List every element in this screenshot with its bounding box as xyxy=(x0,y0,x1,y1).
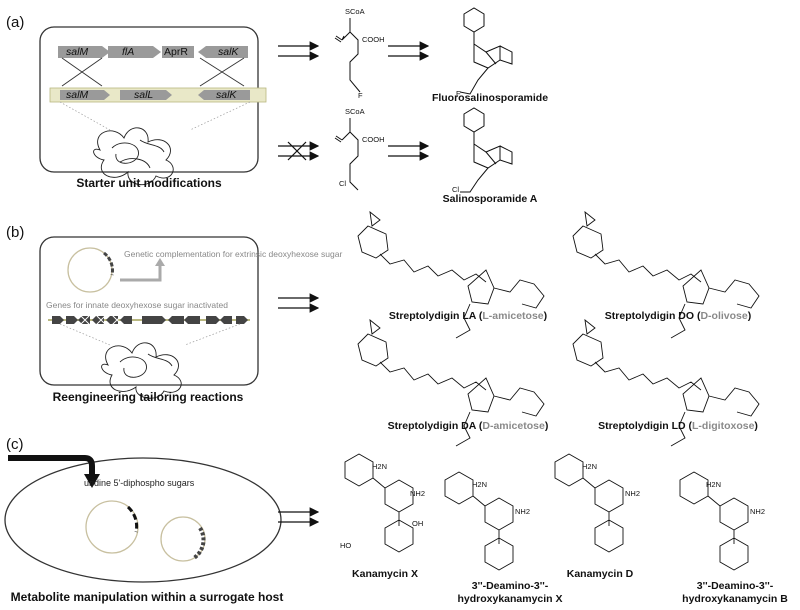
kanD-nh2-label: NH2 xyxy=(625,489,641,498)
recombination-lines xyxy=(61,57,245,87)
inactivation-note: Genes for innate deoxyhexose sugar inact… xyxy=(46,300,228,310)
panel-c-caption: Metabolite manipulation within a surroga… xyxy=(10,590,284,604)
kanX-nh2-label: NH2 xyxy=(410,489,426,498)
fluorosalinosporamide-structure xyxy=(459,7,513,95)
gene-label-salM-bottom: salM xyxy=(66,89,89,101)
panel-c-arrows xyxy=(278,507,320,527)
panel-a-arrows xyxy=(278,41,430,161)
chromosome-scribble-b xyxy=(101,342,182,399)
gene-label-salK-top: salK xyxy=(218,46,239,58)
panel-a-caption: Starter unit modifications xyxy=(76,176,222,190)
gene-label-flA: flA xyxy=(122,46,135,58)
surrogate-host-cell xyxy=(4,457,282,583)
kan2-nh2-label: NH2 xyxy=(515,507,531,516)
gene-cluster-arrows xyxy=(52,316,248,324)
sugar-feed-arrow xyxy=(8,455,95,476)
streptolydigin-structures xyxy=(357,210,760,447)
chloro-cooh-label: COOH xyxy=(362,135,385,144)
chloro-scoa-label: SCoA xyxy=(345,107,365,116)
product-fluorosalinosporamide: Fluorosalinosporamide xyxy=(431,92,549,104)
salinosporamide-a-structure xyxy=(460,107,513,193)
panel-c-label: (c) xyxy=(6,436,24,453)
panel-b-box xyxy=(39,236,259,386)
panel-b-caption: Reengineering tailoring reactions xyxy=(52,390,244,404)
product-streptolydigin-la: Streptolydigin LA (L-amicetose) xyxy=(388,310,548,322)
product-kanamycin-d: Kanamycin D xyxy=(566,568,634,580)
product-kanamycin-x: Kanamycin X xyxy=(352,568,418,580)
gene-label-salK-bottom: salK xyxy=(216,89,237,101)
blocked-pathway-cross xyxy=(287,141,307,161)
gene-inactivation-crosses xyxy=(79,314,123,326)
gene-label-apra: AprR xyxy=(164,46,188,58)
gene-box-apra xyxy=(162,46,194,58)
gene-label-salL: salL xyxy=(134,89,154,101)
kanX-oh-label: OH xyxy=(412,519,424,528)
plasmid-c1-insert xyxy=(126,505,139,533)
fluoro-scoa-label: SCoA xyxy=(345,7,365,16)
fluoro-cooh-label: COOH xyxy=(362,35,385,44)
gene-arrow-flA xyxy=(108,46,161,58)
dotted-connectors-b xyxy=(59,323,241,346)
host-sugar-note: uridine 5'-diphospho sugars xyxy=(84,478,195,488)
kan4-nh2-label: NH2 xyxy=(750,507,766,516)
gene-arrow-salM-bottom xyxy=(60,90,110,100)
panel-a-bottom-genes xyxy=(60,90,250,100)
gene-arrow-salK-bottom xyxy=(198,90,250,100)
salA-cl-label: Cl xyxy=(452,185,460,194)
product-deamino-hydroxykanamycin-x: 3''-Deamino-3''-hydroxykanamycin X xyxy=(457,580,563,605)
gene-arrow-salM-top xyxy=(58,46,110,58)
complementation-arrow xyxy=(120,262,162,282)
gene-arrow-salK-top xyxy=(198,46,248,58)
product-salinosporamide-a: Salinosporamide A xyxy=(442,193,538,205)
kan2-h2n-label: H2N xyxy=(472,480,488,489)
kanX-ho-label: HO xyxy=(340,541,352,550)
fluorosal-f-label: F xyxy=(456,89,461,98)
product-deamino-hydroxykanamycin-b: 3''-Deamino-3''-hydroxykanamycin B xyxy=(682,580,788,605)
panel-a-label: (a) xyxy=(6,14,25,31)
chloro-starter-structure xyxy=(334,118,359,191)
kanD-h2n-label: H2N xyxy=(582,462,598,471)
product-streptolydigin-ld: Streptolydigin LD (L-digitoxose) xyxy=(598,420,758,432)
product-streptolydigin-do: Streptolydigin DO (D-olivose) xyxy=(604,310,752,322)
plasmid-c2-insert xyxy=(192,526,206,560)
chromosome-scribble-a xyxy=(93,127,174,186)
fluoro-atom-label: F xyxy=(358,91,363,100)
kanX-h2n-label: H2N xyxy=(372,462,388,471)
chloro-atom-label: Cl xyxy=(339,179,347,188)
fluoro-starter-structure xyxy=(334,18,361,93)
panel-a-top-genes xyxy=(58,46,248,58)
product-streptolydigin-da: Streptolydigin DA (D-amicetose) xyxy=(387,420,549,432)
gene-arrow-salL xyxy=(120,90,172,100)
kanamycin-structures xyxy=(344,453,749,571)
gene-label-salM-top: salM xyxy=(66,46,89,58)
dotted-connectors-a xyxy=(59,101,251,131)
panel-b-arrows xyxy=(278,293,320,313)
complementation-note: Genetic complementation for extrinsic de… xyxy=(124,249,343,259)
plasmid-b-insert xyxy=(103,251,114,276)
panel-b-label: (b) xyxy=(6,224,25,241)
kan4-h2n-label: H2N xyxy=(706,480,722,489)
